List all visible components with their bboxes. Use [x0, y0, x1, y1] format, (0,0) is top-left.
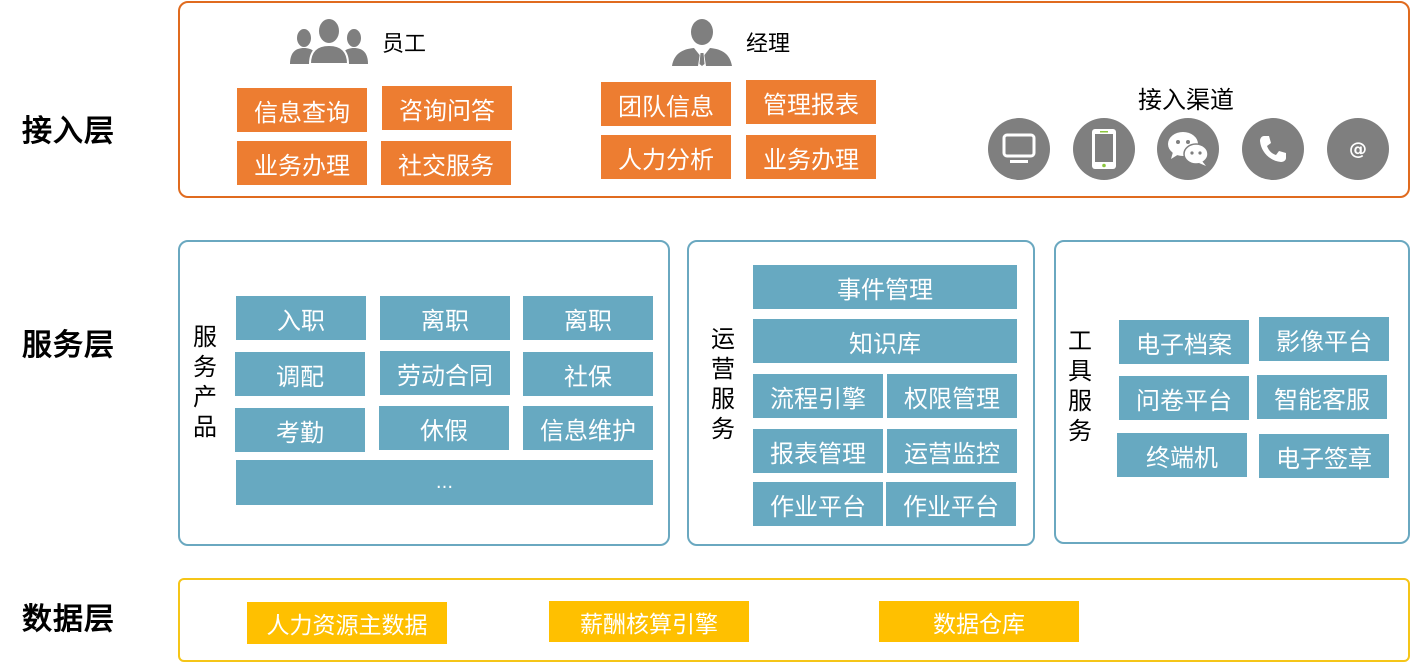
service-product-item[interactable]: 社保	[523, 352, 653, 396]
tools-item[interactable]: 影像平台	[1259, 317, 1389, 361]
operations-item[interactable]: 报表管理	[753, 429, 883, 473]
data-item[interactable]: 数据仓库	[879, 601, 1079, 642]
operations-title: 运营服务	[711, 325, 735, 443]
layer-label-access: 接入层	[22, 114, 115, 149]
data-item[interactable]: 人力资源主数据	[247, 602, 447, 644]
employee-item[interactable]: 社交服务	[381, 141, 511, 185]
service-product-item[interactable]: 休假	[379, 406, 509, 450]
operations-item[interactable]: 作业平台	[753, 482, 883, 526]
operations-item[interactable]: 作业平台	[886, 482, 1016, 526]
operations-item[interactable]: 运营监控	[887, 429, 1017, 473]
tools-item[interactable]: 问卷平台	[1119, 376, 1249, 420]
operations-item[interactable]: 流程引擎	[753, 374, 883, 418]
wechat-icon[interactable]	[1157, 118, 1219, 180]
operations-item[interactable]: 知识库	[753, 319, 1017, 363]
manager-item[interactable]: 团队信息	[601, 82, 731, 126]
tools-item[interactable]: 智能客服	[1257, 375, 1387, 419]
manager-item[interactable]: 人力分析	[601, 135, 731, 179]
manager-item[interactable]: 管理报表	[746, 80, 876, 124]
layer-label-data: 数据层	[22, 602, 115, 637]
data-item[interactable]: 薪酬核算引擎	[549, 601, 749, 642]
service-product-item[interactable]: 劳动合同	[380, 351, 510, 395]
manager-item[interactable]: 业务办理	[746, 135, 876, 179]
service-products-title: 服务产品	[193, 323, 217, 441]
service-product-item[interactable]: 离职	[380, 296, 510, 340]
service-product-item[interactable]: 入职	[236, 296, 366, 340]
employee-item[interactable]: 信息查询	[237, 88, 367, 132]
manager-role-header: 经理	[672, 18, 790, 66]
manager-role-title: 经理	[746, 32, 791, 57]
employee-role-title: 员工	[382, 32, 427, 57]
service-product-more[interactable]: ...	[236, 460, 653, 505]
telephone-icon[interactable]	[1242, 118, 1304, 180]
tools-item[interactable]: 终端机	[1117, 433, 1247, 477]
tools-item[interactable]: 电子档案	[1119, 320, 1249, 364]
mobile-phone-icon[interactable]	[1073, 118, 1135, 180]
tools-title: 工具服务	[1068, 327, 1092, 445]
manager-icon	[672, 19, 732, 66]
service-product-item[interactable]: 调配	[235, 352, 365, 396]
operations-item[interactable]: 事件管理	[753, 265, 1017, 309]
group-users-icon	[290, 19, 368, 65]
service-product-item[interactable]: 考勤	[235, 408, 365, 452]
service-product-item[interactable]: 信息维护	[523, 406, 653, 450]
operations-item[interactable]: 权限管理	[887, 374, 1017, 418]
employee-item[interactable]: 业务办理	[237, 141, 367, 185]
channels-title: 接入渠道	[1138, 86, 1234, 114]
desktop-icon[interactable]	[988, 118, 1050, 180]
tools-item[interactable]: 电子签章	[1259, 434, 1389, 478]
service-product-item[interactable]: 离职	[523, 296, 653, 340]
email-at-icon[interactable]: @	[1327, 118, 1389, 180]
layer-label-service: 服务层	[22, 328, 115, 363]
employee-item[interactable]: 咨询问答	[382, 86, 512, 130]
at-symbol: @	[1349, 138, 1367, 160]
employee-role-header: 员工	[290, 18, 426, 66]
